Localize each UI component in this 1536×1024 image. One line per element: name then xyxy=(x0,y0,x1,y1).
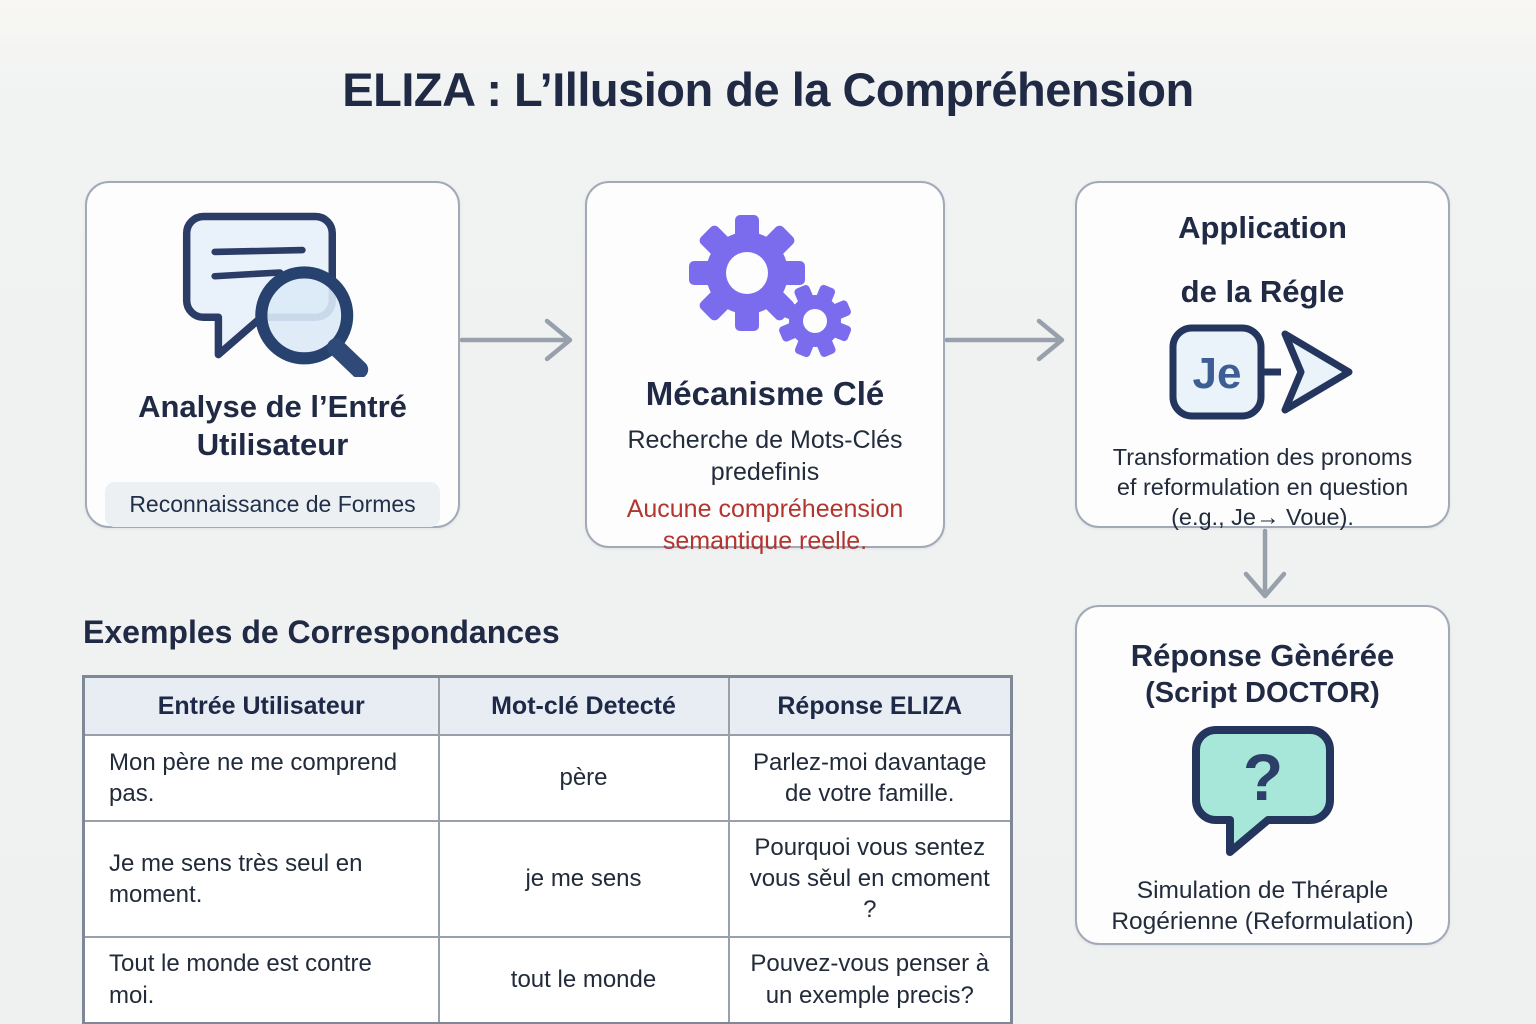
chat-search-icon xyxy=(168,209,378,382)
arrow-step3-to-response xyxy=(1243,528,1287,599)
cell-keyword: je me sens xyxy=(437,820,730,938)
cell-eliza-reply: Pouvez-vous penser à un exemple precis? xyxy=(727,935,1013,1024)
header-entree-utilisateur: Entrée Utilisateur xyxy=(82,675,440,736)
gears-icon xyxy=(675,209,855,364)
table-row: Tout le monde est contre moi. tout le mo… xyxy=(82,935,1013,1024)
step-card-analyse-entree: Analyse de l’Entré Utilisateur Reconnais… xyxy=(85,181,460,528)
step4-title: Réponse Gènérée xyxy=(1130,638,1395,673)
je-arrow-icon: Je xyxy=(1168,323,1358,428)
cell-user-input: Je me sens très seul en moment. xyxy=(82,820,440,938)
step4-body: Simulation de Théraple Rogérienne (Refor… xyxy=(1111,876,1414,936)
table-row: Je me sens très seul en moment. je me se… xyxy=(82,820,1013,938)
arrow-step1-to-step2 xyxy=(459,318,573,362)
step-card-application-regle: Application de la Régle Je Transformatio… xyxy=(1075,181,1450,530)
page-title: ELIZA : L’Illusion de la Compréhension xyxy=(342,63,1194,116)
step2-title: Mécanisme Clé xyxy=(645,375,885,412)
step4-subtitle: (Script DOCTOR) xyxy=(1145,676,1380,709)
table-row: Mon père ne me comprend pas. père Parlez… xyxy=(82,734,1013,822)
arrow-step2-to-step3 xyxy=(944,318,1065,362)
step3-title-line2: de la Régle xyxy=(1180,273,1345,309)
step2-body: Recherche de Mots-Clés predefinis xyxy=(627,426,903,487)
cell-user-input: Tout le monde est contre moi. xyxy=(82,935,440,1024)
cell-eliza-reply: Pourquoi vous sentez vous sěul en cmomen… xyxy=(727,820,1013,938)
question-glyph: ? xyxy=(1242,740,1282,814)
cell-keyword: père xyxy=(437,734,730,822)
header-mot-cle-detecte: Mot-clé Detecté xyxy=(437,675,730,736)
response-card: Réponse Gènérée (Script DOCTOR) ? Simula… xyxy=(1075,605,1450,945)
step1-title: Analyse de l’Entré Utilisateur xyxy=(138,389,407,462)
cell-user-input: Mon père ne me comprend pas. xyxy=(82,734,440,822)
cell-eliza-reply: Parlez-moi davantage de votre famille. xyxy=(727,734,1013,822)
step-card-mecanisme-cle: Mécanisme Clé Recherche de Mots-Clés pre… xyxy=(585,181,945,555)
step3-body: Transformation des pronoms ef reformulat… xyxy=(1112,443,1413,530)
step3-title-line1: Application xyxy=(1178,210,1347,245)
examples-table: Entrée Utilisateur Mot-clé Detecté Répon… xyxy=(82,675,1013,1024)
question-bubble-icon: ? xyxy=(1188,724,1338,863)
step2-warning: Aucune compréheension semantique reelle. xyxy=(626,495,904,556)
pattern-recognition-badge: Reconnaissance de Formes xyxy=(105,481,440,527)
header-reponse-eliza: Réponse ELIZA xyxy=(727,675,1013,736)
je-label: Je xyxy=(1192,349,1241,398)
table-header-row: Entrée Utilisateur Mot-clé Detecté Répon… xyxy=(82,675,1013,736)
examples-heading: Exemples de Correspondances xyxy=(83,614,560,650)
cell-keyword: tout le monde xyxy=(437,935,730,1024)
